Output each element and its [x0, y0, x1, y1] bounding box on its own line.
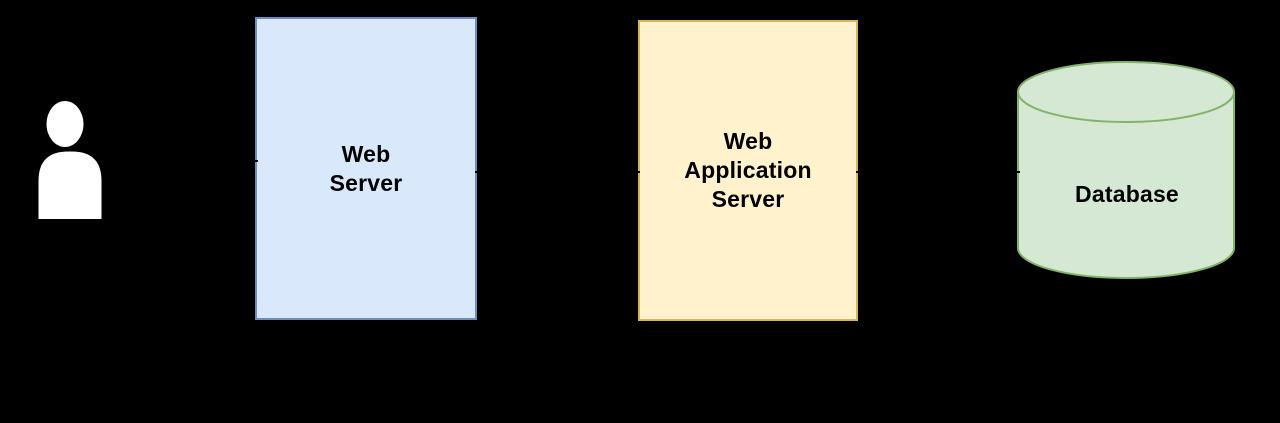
- label-line: Web: [723, 128, 773, 154]
- person-head: [46, 101, 84, 147]
- cylinder-body: [1017, 91, 1235, 279]
- label-line: Web: [341, 140, 391, 167]
- label-line: Application: [684, 157, 812, 183]
- node-web-server: Web Server: [255, 17, 477, 320]
- database-label: Database: [1075, 181, 1179, 207]
- person-icon: [38, 101, 102, 219]
- web-server-label: Web Server: [330, 140, 403, 198]
- web-application-server-label: Web Application Server: [684, 127, 811, 214]
- connector-user-to-web-server: [97, 160, 258, 162]
- person-body: [38, 151, 102, 219]
- label-line: Server: [329, 169, 403, 196]
- node-web-application-server: Web Application Server: [638, 20, 858, 321]
- database-cylinder-shape: [1017, 61, 1235, 279]
- cylinder-top: [1017, 61, 1235, 123]
- connector-web-server-to-app-server: [475, 171, 640, 173]
- connector-app-server-to-database: [856, 171, 1020, 173]
- label-line: Server: [711, 186, 785, 212]
